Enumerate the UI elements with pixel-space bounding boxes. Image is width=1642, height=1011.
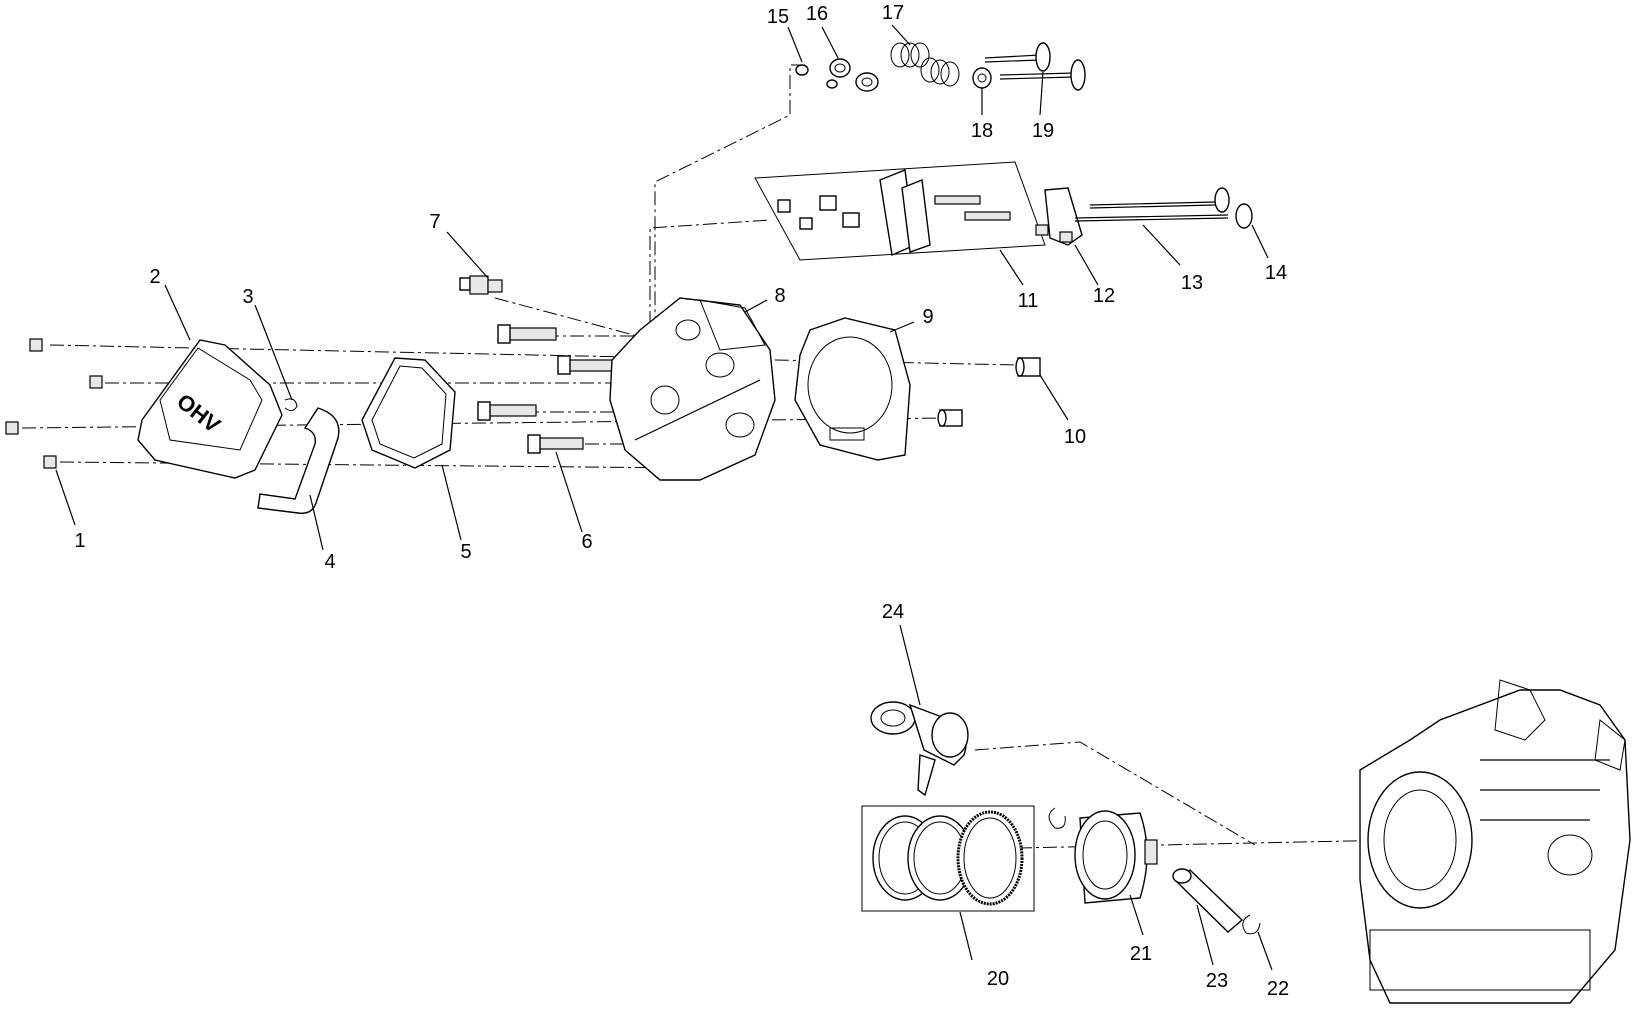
callout-20: 20 [987, 968, 1009, 990]
valves-19 [984, 42, 1086, 91]
piston-rings-20 [861, 805, 1035, 912]
valve-cover-2: OHV [137, 339, 283, 479]
valve-tappets-14 [1214, 187, 1253, 229]
valve-spring-17 [890, 42, 960, 87]
callout-5: 5 [460, 541, 471, 563]
spark-plug-7 [459, 275, 503, 295]
callout-13: 13 [1181, 272, 1203, 294]
push-rods-13 [1074, 201, 1229, 222]
push-rod-guide-12 [1035, 187, 1083, 246]
callout-24: 24 [882, 601, 904, 623]
callout-15: 15 [767, 6, 789, 28]
leader-lines [55, 24, 1273, 971]
valve-keeper-15 [795, 64, 809, 76]
head-bolts-6 [477, 324, 614, 454]
callout-7: 7 [429, 211, 440, 233]
callout-8: 8 [774, 285, 785, 307]
piston-21 [1074, 810, 1158, 904]
callout-6: 6 [581, 531, 592, 553]
rocker-arm-assembly-11 [754, 161, 1046, 261]
breather-tube-4 [257, 407, 340, 514]
callout-19: 19 [1032, 120, 1054, 142]
callout-14: 14 [1265, 262, 1287, 284]
clip-3 [284, 398, 298, 412]
valve-seal-18 [972, 67, 992, 89]
callout-4: 4 [324, 551, 335, 573]
callout-18: 18 [971, 120, 993, 142]
callout-labels: 1 2 3 4 5 6 7 8 9 10 11 12 13 14 15 16 1… [74, 2, 1289, 1000]
callout-1: 1 [74, 530, 85, 552]
callout-10: 10 [1064, 426, 1086, 448]
callout-11: 11 [1018, 290, 1039, 312]
crankcase-block [1359, 679, 1631, 1004]
callout-22: 22 [1267, 978, 1289, 1000]
connecting-rod-24 [870, 701, 969, 797]
callout-12: 12 [1093, 285, 1115, 307]
cylinder-head-8 [609, 297, 776, 481]
cover-gasket-5 [361, 357, 456, 469]
bolts-1 [5, 338, 103, 469]
callout-3: 3 [242, 286, 253, 308]
callout-21: 21 [1130, 943, 1152, 965]
dowel-pins-10 [937, 357, 1041, 427]
head-gasket-9 [794, 317, 911, 461]
piston-pin-clips-22 [1048, 807, 1261, 935]
callout-2: 2 [149, 266, 160, 288]
callout-9: 9 [922, 306, 933, 328]
valve-retainer-16 [826, 58, 879, 92]
callout-23: 23 [1206, 970, 1228, 992]
piston-pin-23 [1172, 868, 1244, 933]
callout-16: 16 [806, 3, 828, 25]
callout-17: 17 [882, 2, 904, 24]
